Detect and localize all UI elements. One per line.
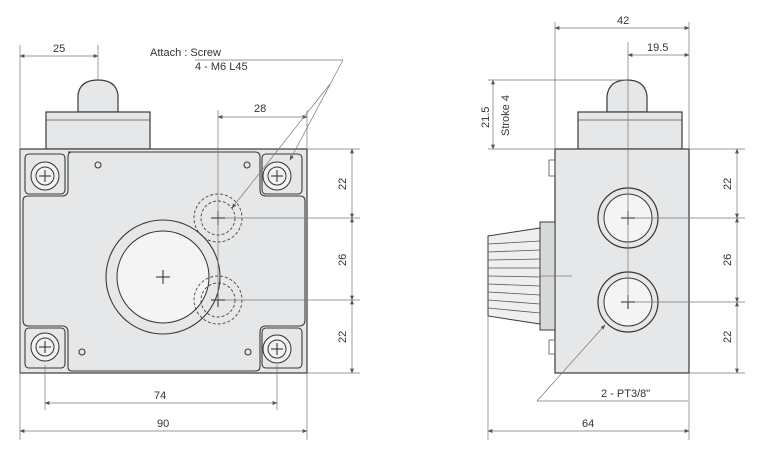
attach-spec: 4 - M6 L45 <box>195 61 248 73</box>
side-dim-21-5: 21.5 <box>480 107 492 128</box>
side-plunger-cap <box>606 79 648 113</box>
side-dim-v-mid: 26 <box>722 254 734 266</box>
front-central-boss-outer <box>105 219 221 335</box>
front-screw-bottom-right <box>261 327 303 369</box>
front-screw-bottom-left <box>24 327 66 369</box>
front-plunger-base <box>45 111 151 150</box>
front-cover-outline <box>22 151 306 372</box>
side-body <box>554 148 690 374</box>
front-dim-v-bottom: 22 <box>337 331 349 343</box>
side-knob <box>487 227 541 325</box>
front-dim-74: 74 <box>154 390 166 402</box>
front-dim-v-mid: 26 <box>337 254 349 266</box>
front-dim-25: 25 <box>53 43 65 55</box>
side-dim-42: 42 <box>617 15 629 27</box>
side-dim-64: 64 <box>582 418 594 430</box>
side-stroke-label: Stroke 4 <box>500 95 512 136</box>
front-dim-v-top: 22 <box>337 178 349 190</box>
front-screw-top-left <box>24 153 66 195</box>
side-port-label: 2 - PT3/8" <box>601 388 650 400</box>
side-dim-v-top: 22 <box>722 178 734 190</box>
front-dim-28: 28 <box>254 103 266 115</box>
front-dim-90: 90 <box>157 418 169 430</box>
front-view: 90 74 25 28 22 26 22 Attach : Screw 4 - … <box>19 43 360 440</box>
side-plunger-base <box>577 111 683 150</box>
front-plunger-cap <box>77 79 119 113</box>
attach-label: Attach : Screw <box>150 47 221 59</box>
side-dim-v-bottom: 22 <box>722 331 734 343</box>
side-view: 42 19.5 64 21.5 Stroke 4 22 26 22 2 - PT… <box>480 15 745 440</box>
side-dim-19-5: 19.5 <box>647 42 668 54</box>
front-screw-top-right <box>261 153 303 195</box>
